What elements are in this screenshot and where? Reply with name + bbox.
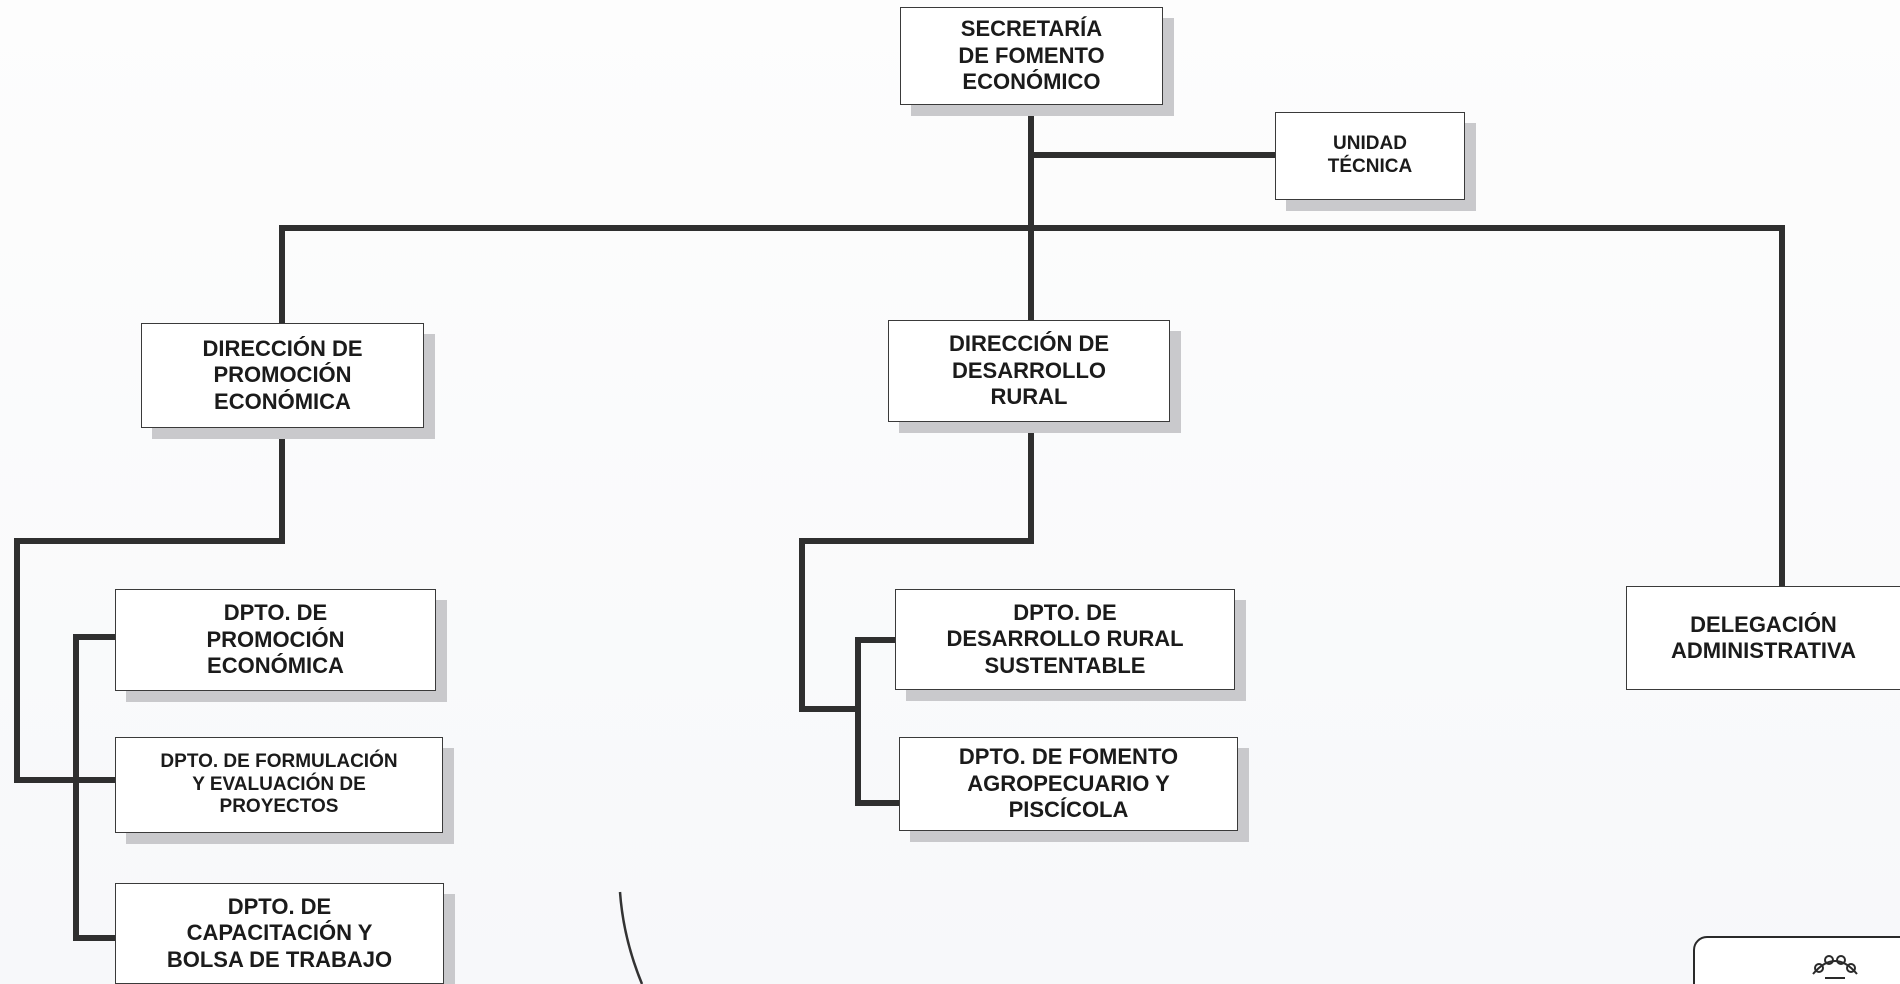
- box-dpto-formulacion-evaluacion-proyectos: DPTO. DE FORMULACIÓN Y EVALUACIÓN DE PRO…: [115, 737, 443, 833]
- box-direccion-promocion-economica: DIRECCIÓN DE PROMOCIÓN ECONÓMICA: [141, 323, 424, 428]
- connector-promocion-down: [14, 425, 285, 783]
- box-dpto-promocion-economica: DPTO. DE PROMOCIÓN ECONÓMICA: [115, 589, 436, 691]
- connector-desarrollo-down: [799, 419, 1034, 712]
- municipal-seal-icon: [1812, 955, 1858, 979]
- box-secretaria-fomento-economico: SECRETARÍA DE FOMENTO ECONÓMICO: [900, 7, 1163, 105]
- box-delegacion-administrativa: DELEGACIÓN ADMINISTRATIVA: [1626, 586, 1900, 690]
- box-dpto-fomento-agropecuario-piscicola: DPTO. DE FOMENTO AGROPECUARIO Y PISCÍCOL…: [899, 737, 1238, 831]
- box-dpto-desarrollo-rural-sustentable: DPTO. DE DESARROLLO RURAL SUSTENTABLE: [895, 589, 1235, 690]
- stamp-frame: [1693, 936, 1900, 984]
- box-unidad-tecnica: UNIDAD TÉCNICA: [1275, 112, 1465, 200]
- signature-stroke-icon: [618, 891, 644, 984]
- box-dpto-capacitacion-bolsa-trabajo: DPTO. DE CAPACITACIÓN Y BOLSA DE TRABAJO: [115, 883, 444, 984]
- box-direccion-desarrollo-rural: DIRECCIÓN DE DESARROLLO RURAL: [888, 320, 1170, 422]
